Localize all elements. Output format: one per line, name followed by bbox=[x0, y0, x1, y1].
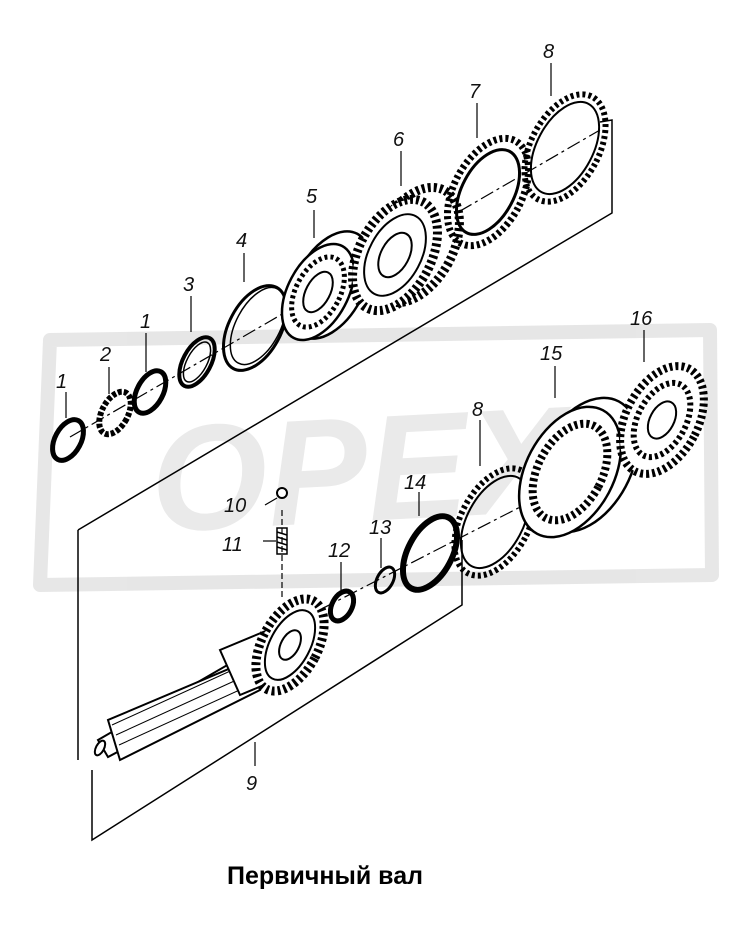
callout-3: 3 bbox=[183, 274, 194, 296]
part-11-spring bbox=[276, 527, 288, 555]
callout-11: 11 bbox=[222, 534, 243, 556]
part-1b-snap-ring bbox=[131, 368, 169, 416]
part-16-synchro-hub bbox=[616, 362, 708, 478]
part-6-gear bbox=[348, 182, 464, 316]
part-9-input-shaft bbox=[93, 594, 329, 762]
callout-13: 13 bbox=[369, 517, 391, 539]
part-4-spacer-ring bbox=[221, 284, 289, 372]
part-10-ball bbox=[276, 487, 288, 499]
callout-15: 15 bbox=[540, 343, 563, 365]
leader-lines bbox=[65, 63, 645, 766]
callout-labels: 1 2 1 3 4 5 6 7 8 8 9 10 11 12 13 14 15 … bbox=[56, 41, 653, 795]
callout-4: 4 bbox=[236, 230, 247, 252]
callout-7: 7 bbox=[469, 81, 481, 103]
diagram-caption: Первичный вал bbox=[227, 862, 423, 890]
part-15-synchro-sleeve bbox=[517, 396, 640, 539]
callout-1b: 1 bbox=[140, 311, 151, 333]
part-8b-blocker-ring bbox=[451, 465, 539, 579]
callout-12: 12 bbox=[328, 540, 350, 562]
part-13-snap-ring bbox=[373, 565, 397, 595]
callout-5: 5 bbox=[306, 186, 318, 208]
callout-14: 14 bbox=[404, 472, 426, 494]
part-2-washer bbox=[96, 388, 134, 438]
callout-9: 9 bbox=[246, 773, 257, 795]
part-8a-blocker-ring bbox=[521, 91, 609, 205]
callout-8b: 8 bbox=[472, 399, 483, 421]
part-14-ring bbox=[399, 513, 461, 593]
callout-1a: 1 bbox=[56, 371, 67, 393]
callout-10: 10 bbox=[224, 495, 246, 517]
callout-6: 6 bbox=[393, 129, 405, 151]
callout-16: 16 bbox=[630, 308, 653, 330]
part-7-synchro-ring bbox=[443, 134, 533, 250]
callout-8a: 8 bbox=[543, 41, 554, 63]
part-1a-snap-ring bbox=[50, 417, 86, 463]
callout-2: 2 bbox=[99, 344, 111, 366]
part-12-washer bbox=[327, 588, 357, 624]
part-3-circlip bbox=[177, 335, 217, 389]
part-5-bearing bbox=[280, 230, 372, 342]
